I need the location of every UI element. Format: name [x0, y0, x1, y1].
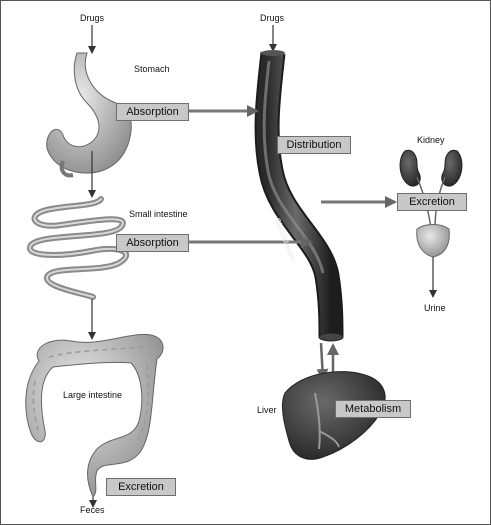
- feces-label: Feces: [80, 505, 105, 515]
- urine-label: Urine: [424, 303, 446, 313]
- absorption-stomach-box: Absorption: [116, 103, 189, 121]
- kidney-label: Kidney: [417, 135, 445, 145]
- small-intestine-label: Small intestine: [129, 209, 188, 219]
- kidney-illustration: [399, 149, 463, 258]
- stomach-label: Stomach: [134, 64, 170, 74]
- liver-illustration: [282, 371, 386, 460]
- bloodstream-vessel: [254, 50, 344, 342]
- liver-label: Liver: [257, 405, 277, 415]
- excretion-kidney-box: Excretion: [397, 193, 467, 211]
- large-intestine-illustration: [25, 333, 164, 498]
- large-intestine-label: Large intestine: [63, 390, 123, 400]
- metabolism-box: Metabolism: [335, 400, 411, 418]
- excretion-feces-box: Excretion: [106, 478, 176, 496]
- drugs-label-left: Drugs: [80, 13, 105, 23]
- distribution-box: Distribution: [277, 136, 351, 154]
- absorption-intestine-box: Absorption: [116, 234, 189, 252]
- drugs-label-center: Drugs: [260, 13, 285, 23]
